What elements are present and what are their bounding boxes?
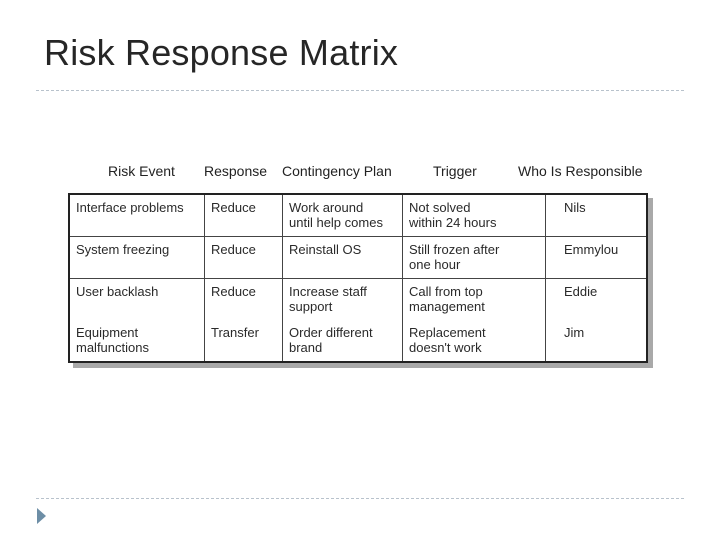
cell-responsible: Jim [545, 320, 647, 362]
cell-contingency-plan-line: brand [289, 340, 323, 355]
cell-contingency-plan-line: Order different [289, 325, 373, 340]
slide-title: Risk Response Matrix [44, 32, 399, 73]
header-who-is-responsible: Who Is Responsible [518, 163, 643, 179]
cell-trigger-line: Replacement [409, 325, 486, 340]
cell-trigger-line: doesn't work [409, 340, 482, 355]
cell-trigger-line: Call from top [409, 284, 483, 299]
cell-response-line: Reduce [211, 200, 256, 215]
cell-responsible-line: Nils [564, 200, 586, 215]
header-response: Response [204, 163, 268, 179]
cell-risk-event: User backlash [69, 278, 205, 320]
table-row: System freezing Reduce Reinstall OS Still f… [69, 236, 647, 279]
cell-contingency-plan-line: Work around [289, 200, 364, 215]
cell-responsible-line: Emmylou [564, 242, 619, 257]
bullet-arrow-icon [37, 508, 46, 524]
cell-contingency-plan-line: Increase staff [289, 284, 367, 299]
cell-response: Reduce [204, 278, 283, 320]
cell-responsible-line: Eddie [564, 284, 598, 299]
header-risk-event: Risk Event [108, 163, 175, 179]
cell-responsible: Emmylou [545, 236, 647, 279]
cell-risk-event-line: User backlash [76, 284, 159, 299]
cell-responsible-line: Jim [564, 325, 585, 340]
cell-trigger-line: management [409, 299, 485, 314]
cell-response: Reduce [204, 236, 283, 279]
cell-risk-event-line: malfunctions [76, 340, 149, 355]
cell-contingency-plan-line: Reinstall OS [289, 242, 362, 257]
cell-trigger-line: Still frozen after [409, 242, 500, 257]
cell-responsible: Nils [545, 194, 647, 237]
cell-trigger-line: one hour [409, 257, 461, 272]
cell-risk-event-line: Interface problems [76, 200, 184, 215]
cell-trigger-line: Not solved [409, 200, 471, 215]
cell-responsible: Eddie [545, 278, 647, 320]
cell-response-line: Transfer [211, 325, 259, 340]
cell-risk-event-line: Equipment [76, 325, 139, 340]
cell-risk-event: System freezing [69, 236, 205, 279]
cell-trigger-line: within 24 hours [409, 215, 497, 230]
cell-response: Transfer [204, 320, 283, 362]
footer-divider [36, 498, 684, 499]
cell-response: Reduce [204, 194, 283, 237]
cell-response-line: Reduce [211, 284, 256, 299]
title-divider [36, 90, 684, 91]
header-trigger: Trigger [433, 163, 477, 179]
header-contingency-plan: Contingency Plan [282, 163, 392, 179]
cell-contingency-plan-line: until help comes [289, 215, 383, 230]
column-headers: Risk Event Response Contingency Plan Tri… [68, 163, 648, 181]
cell-risk-event-line: System freezing [76, 242, 170, 257]
cell-risk-event: Interface problems [69, 194, 205, 237]
cell-response-line: Reduce [211, 242, 256, 257]
cell-contingency-plan: Reinstall OS [282, 236, 403, 279]
cell-contingency-plan-line: support [289, 299, 333, 314]
